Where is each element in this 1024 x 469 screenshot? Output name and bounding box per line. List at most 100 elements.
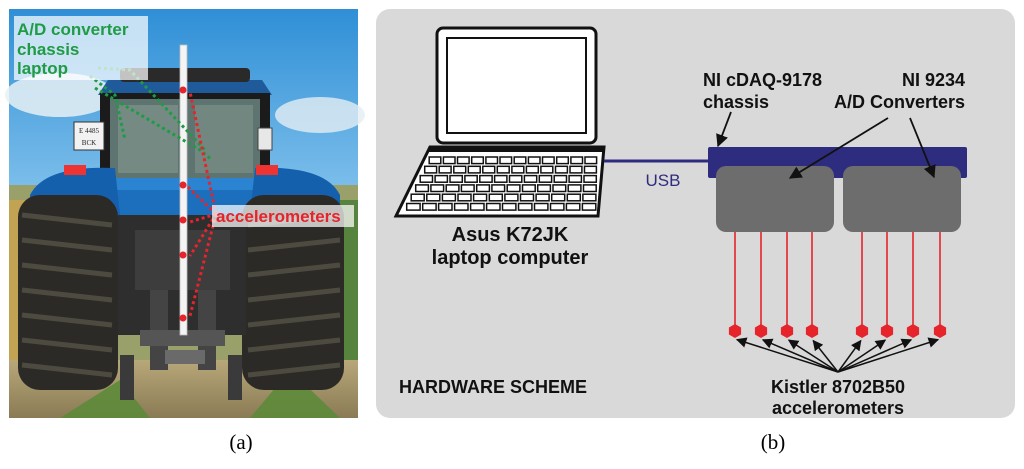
keyboard-key <box>475 184 491 193</box>
keyboard-key <box>527 156 541 165</box>
keyboard-key <box>506 184 521 193</box>
keyboard-key <box>449 174 464 183</box>
sensor-arrows <box>735 337 940 373</box>
keyboard-key <box>479 174 493 183</box>
keyboard-key <box>519 193 535 202</box>
keyboard-key <box>553 174 568 183</box>
module-2-arrow <box>909 117 936 179</box>
keyboard-key <box>428 156 442 165</box>
keyboard-key <box>457 193 472 202</box>
keyboard-key <box>569 165 583 174</box>
sensor-arrow <box>787 339 839 373</box>
laptop-icon <box>393 26 606 218</box>
plate-line-1: E 4485 <box>79 127 100 135</box>
converters-label-line-1: NI 9234 <box>902 70 965 90</box>
keyboard-key <box>552 184 567 193</box>
keyboard-key <box>549 202 565 211</box>
keyboard-key <box>414 184 430 193</box>
keyboard-key <box>485 156 499 165</box>
keyboard-key <box>472 193 488 202</box>
keyboard-key <box>583 174 598 183</box>
keyboard-key <box>521 184 536 193</box>
accelerometer-sensor <box>933 324 947 338</box>
keyboard-key <box>566 193 582 202</box>
sensor-arrow <box>837 337 940 373</box>
label-accelerometers: accelerometers <box>216 207 341 226</box>
laptop-label-line-1: Asus K72JK <box>452 224 569 246</box>
ad-converter-module-2 <box>843 166 961 232</box>
keyboard-key <box>567 184 582 193</box>
keyboard-key <box>467 165 481 174</box>
keyboard-key <box>496 165 510 174</box>
keyboard-key <box>453 202 469 211</box>
caption-b: (b) <box>761 430 786 454</box>
accelerometer-sensor <box>855 324 869 338</box>
keyboard-key <box>538 174 553 183</box>
keyboard-key <box>453 165 467 174</box>
keyboard-key <box>426 193 441 202</box>
keyboard-key <box>550 193 566 202</box>
red-leaders <box>186 91 218 317</box>
keyboard-key <box>583 165 598 174</box>
accelerometer-sensor <box>780 324 794 338</box>
keyboard-key <box>508 174 523 183</box>
accelerometer-sensor <box>728 324 742 338</box>
sensor-pole <box>179 44 188 336</box>
sensor-arrow <box>735 337 839 373</box>
plate-line-2: BCK <box>82 139 96 147</box>
keyboard-key <box>445 184 460 193</box>
accelerometer-array <box>728 232 947 338</box>
ad-converter-module-1 <box>716 166 834 232</box>
hardware-scheme-panel: USB Asus K72JK laptop computer NI cDAQ-9… <box>376 9 1015 418</box>
keyboard-key <box>485 202 501 211</box>
keyboard-key <box>410 193 425 202</box>
keyboard-key <box>582 184 597 193</box>
keyboard-key <box>419 174 434 183</box>
usb-label: USB <box>646 171 681 190</box>
keyboard-key <box>535 193 550 202</box>
keyboard-key <box>460 184 475 193</box>
keyboard-key <box>565 202 581 211</box>
keyboard-key <box>581 202 597 211</box>
accelerometer-sensor <box>880 324 894 338</box>
keyboard-key <box>441 193 457 202</box>
label-laptop: laptop <box>17 59 68 78</box>
keyboard-key <box>554 165 569 174</box>
keyboard-key <box>568 174 583 183</box>
keyboard-key <box>499 156 513 165</box>
keyboard-key <box>541 156 555 165</box>
sensor-arrow <box>837 339 887 373</box>
chassis-label-line-2: chassis <box>703 92 769 112</box>
chassis-arrow <box>716 111 732 148</box>
accelerometer-sensor <box>805 324 819 338</box>
sensor-arrow <box>761 338 839 373</box>
sensor-arrow <box>812 339 839 373</box>
label-chassis: chassis <box>17 40 79 59</box>
keyboard-key <box>434 174 449 183</box>
keyboard-key <box>464 174 478 183</box>
panel-a-label-block <box>14 16 354 227</box>
scheme-title: HARDWARE SCHEME <box>399 377 587 397</box>
keyboard-key <box>482 165 496 174</box>
keyboard-key <box>493 174 508 183</box>
keyboard-key <box>540 165 554 174</box>
keyboard-key <box>430 184 445 193</box>
chassis-label-line-1: NI cDAQ-9178 <box>703 70 822 90</box>
keyboard-key <box>421 202 437 211</box>
keyboard-key <box>504 193 519 202</box>
keyboard-key <box>488 193 504 202</box>
keyboard-key <box>582 193 597 202</box>
module-1-arrow <box>788 117 889 179</box>
caption-a: (a) <box>229 430 252 454</box>
keyboard-key <box>438 165 452 174</box>
accelerometer-sensor <box>906 324 920 338</box>
keyboard-key <box>523 174 538 183</box>
keyboard-key <box>533 202 549 211</box>
keyboard-key <box>423 165 438 174</box>
label-ad-converter: A/D converter <box>17 20 129 39</box>
keyboard-key <box>513 156 527 165</box>
sensors-label-line-1: Kistler 8702B50 <box>771 377 905 397</box>
sensor-arrow <box>837 339 862 373</box>
keyboard-key <box>570 156 584 165</box>
